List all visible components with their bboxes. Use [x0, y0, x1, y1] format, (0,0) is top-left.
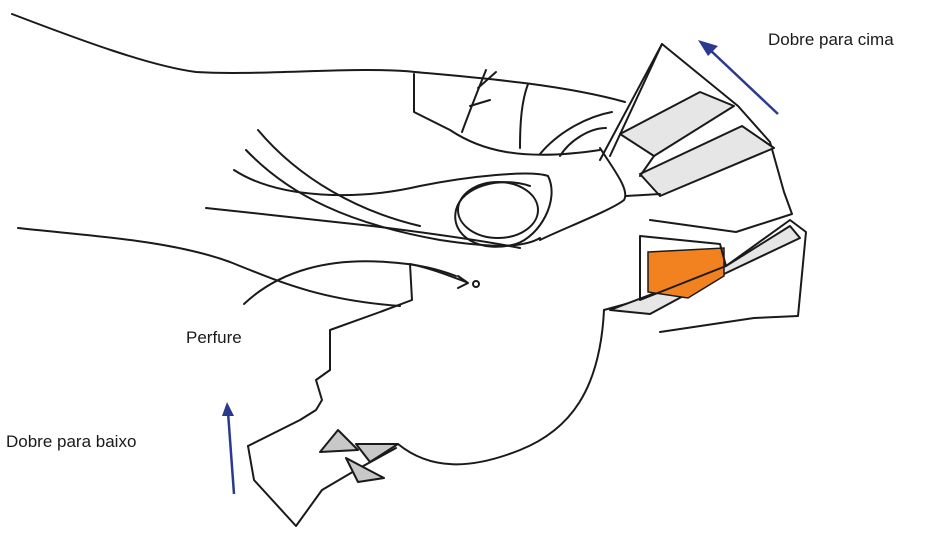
fold-down-arrow-shaft — [228, 412, 234, 494]
pierce-point — [473, 281, 479, 287]
pierce-label: Perfure — [186, 328, 242, 348]
orange-pull-tab — [648, 248, 724, 298]
fold-up-label: Dobre para cima — [768, 30, 894, 50]
fold-down-label: Dobre para baixo — [6, 432, 136, 452]
finger-crease-4 — [540, 112, 612, 154]
package-bottom-edge — [398, 310, 604, 464]
package-right-edge — [540, 148, 625, 240]
lower-arm-outline — [18, 228, 400, 306]
fold-down-arrow-icon — [222, 402, 234, 416]
pierce-line — [410, 264, 466, 282]
lower-tip-triangle-1 — [320, 430, 358, 452]
finger-crease-3 — [520, 84, 528, 148]
lower-tip-triangle-2 — [346, 458, 384, 482]
pierce-arrowhead — [458, 276, 468, 288]
palm-line-1 — [246, 150, 540, 246]
finger-crease-1 — [462, 70, 486, 132]
upper-arm-outline — [12, 14, 625, 102]
thumbnail — [458, 182, 538, 238]
package-left-edge — [248, 264, 412, 446]
